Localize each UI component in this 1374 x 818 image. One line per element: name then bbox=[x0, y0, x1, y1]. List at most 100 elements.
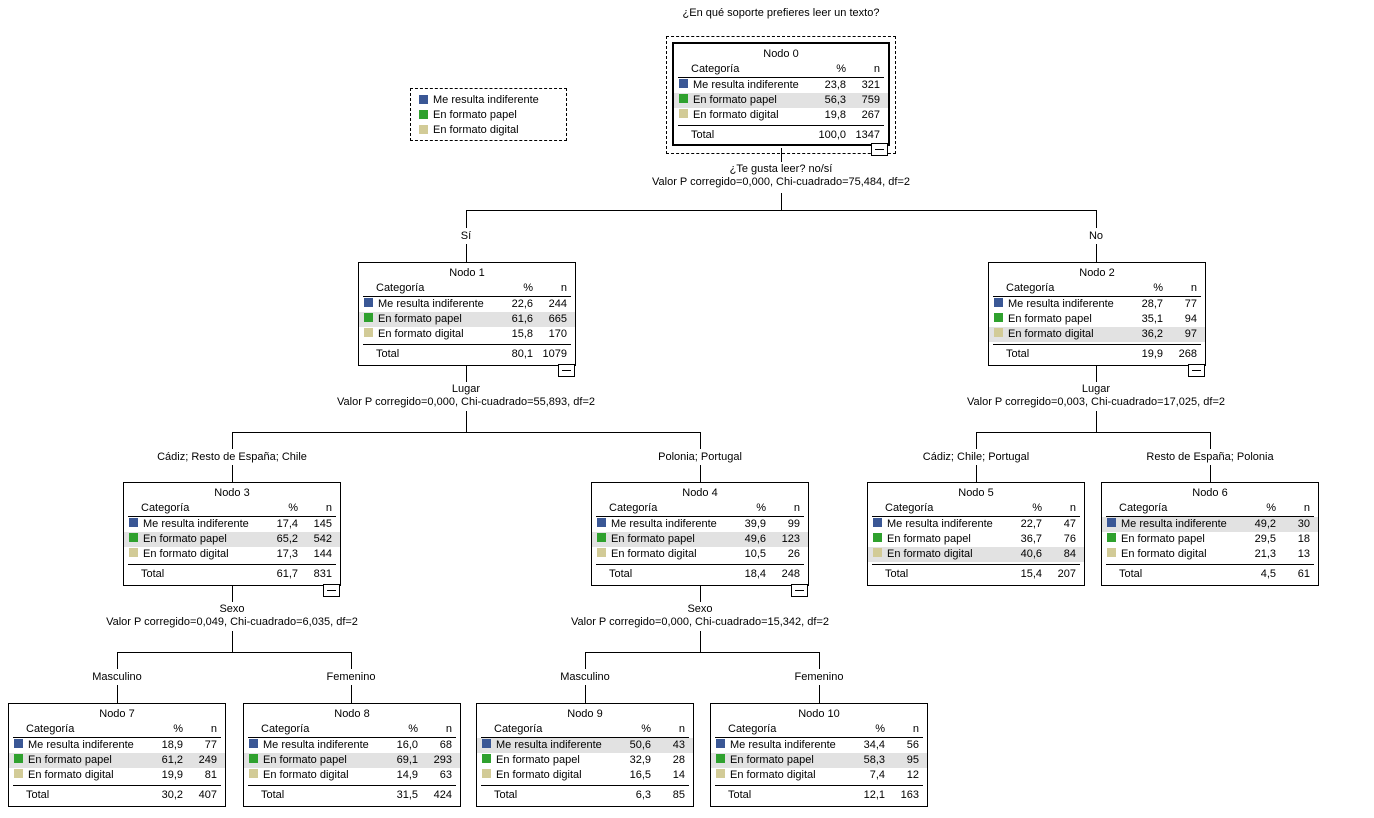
tree-node[interactable]: Nodo 6 Categoría % n Me resulta indifere… bbox=[1101, 482, 1319, 586]
category-swatch-icon bbox=[482, 769, 491, 778]
node-rows: Me resulta indiferente 22,6 244 En forma… bbox=[359, 297, 575, 342]
legend-item: En formato papel bbox=[419, 108, 560, 123]
category-count: 77 bbox=[1184, 298, 1197, 310]
collapse-node-button[interactable] bbox=[558, 364, 575, 377]
total-percent: 18,4 bbox=[744, 568, 766, 580]
category-label: En formato digital bbox=[1008, 328, 1094, 340]
category-label: Me resulta indiferente bbox=[496, 739, 602, 751]
category-label: En formato digital bbox=[887, 548, 973, 560]
category-label: En formato digital bbox=[611, 548, 697, 560]
total-label: Total bbox=[885, 568, 909, 580]
node-title: Nodo 3 bbox=[214, 487, 250, 499]
category-count: 95 bbox=[906, 754, 919, 766]
node-total-row: Total 4,5 61 bbox=[1106, 564, 1314, 583]
category-swatch-icon bbox=[873, 533, 882, 542]
category-label: En formato digital bbox=[28, 769, 114, 781]
col-header-percent: % bbox=[1032, 502, 1042, 514]
node-category-row: Me resulta indiferente 34,4 56 bbox=[711, 738, 927, 753]
minus-icon bbox=[1192, 370, 1201, 371]
tree-node[interactable]: Nodo 9 Categoría % n Me resulta indifere… bbox=[476, 703, 694, 807]
tree-node[interactable]: Nodo 0 Categoría % n Me resulta indifere… bbox=[672, 42, 890, 156]
category-percent: 56,3 bbox=[824, 94, 846, 106]
category-label: En formato digital bbox=[378, 328, 464, 340]
node-category-row: Me resulta indiferente 18,9 77 bbox=[9, 738, 225, 753]
category-percent: 22,6 bbox=[511, 298, 533, 310]
category-percent: 69,1 bbox=[396, 754, 418, 766]
connector-line bbox=[1096, 411, 1097, 432]
category-swatch-icon bbox=[129, 548, 138, 557]
category-swatch-icon bbox=[994, 298, 1003, 307]
category-percent: 61,6 bbox=[511, 313, 533, 325]
node-category-row: Me resulta indiferente 22,6 244 bbox=[359, 297, 575, 312]
connector-line bbox=[781, 193, 782, 210]
node-category-row: En formato papel 35,1 94 bbox=[989, 312, 1205, 327]
tree-node[interactable]: Nodo 1 Categoría % n Me resulta indifere… bbox=[358, 262, 576, 377]
tree-node[interactable]: Nodo 10 Categoría % n Me resulta indifer… bbox=[710, 703, 928, 807]
branch-label: No bbox=[1088, 230, 1104, 242]
col-header-category: Categoría bbox=[26, 723, 75, 735]
category-count: 13 bbox=[1297, 548, 1310, 560]
collapse-node-button[interactable] bbox=[871, 143, 888, 156]
category-swatch-icon bbox=[482, 754, 491, 763]
category-percent: 50,6 bbox=[629, 739, 651, 751]
connector-line bbox=[232, 465, 233, 482]
node-table-header: Categoría % n bbox=[1106, 501, 1314, 517]
category-swatch-icon bbox=[1107, 518, 1116, 527]
category-percent: 16,0 bbox=[396, 739, 418, 751]
branch-label: Femenino bbox=[794, 671, 844, 683]
node-total-row: Total 80,1 1079 bbox=[363, 344, 571, 363]
connector-line bbox=[700, 586, 701, 602]
connector-line bbox=[466, 366, 467, 382]
node-category-row: Me resulta indiferente 16,0 68 bbox=[244, 738, 460, 753]
total-count: 1079 bbox=[542, 348, 567, 360]
category-swatch-icon bbox=[873, 548, 882, 557]
category-label: En formato papel bbox=[496, 754, 580, 766]
split-stats: Valor P corregido=0,000, Chi-cuadrado=15… bbox=[571, 616, 829, 628]
total-count: 163 bbox=[900, 789, 919, 801]
node-rows: Me resulta indiferente 39,9 99 En format… bbox=[592, 517, 808, 562]
collapse-node-button[interactable] bbox=[323, 584, 340, 597]
total-label: Total bbox=[141, 568, 165, 580]
category-label: En formato papel bbox=[28, 754, 112, 766]
node-table-header: Categoría % n bbox=[715, 722, 923, 738]
category-swatch-icon bbox=[716, 739, 725, 748]
node-category-row: En formato digital 40,6 84 bbox=[868, 547, 1084, 562]
connector-line bbox=[781, 148, 782, 162]
split-node4: Sexo Valor P corregido=0,000, Chi-cuadra… bbox=[450, 603, 950, 629]
category-percent: 34,4 bbox=[863, 739, 885, 751]
category-percent: 7,4 bbox=[869, 769, 885, 781]
node-category-row: En formato digital 16,5 14 bbox=[477, 768, 693, 783]
connector-line bbox=[976, 432, 977, 449]
tree-node[interactable]: Nodo 3 Categoría % n Me resulta indifere… bbox=[123, 482, 341, 597]
category-percent: 17,4 bbox=[276, 518, 298, 530]
total-label: Total bbox=[1006, 348, 1030, 360]
tree-node[interactable]: Nodo 5 Categoría % n Me resulta indifere… bbox=[867, 482, 1085, 586]
total-percent: 80,1 bbox=[511, 348, 533, 360]
col-header-n: n bbox=[1303, 502, 1310, 514]
category-percent: 21,3 bbox=[1254, 548, 1276, 560]
connector-line bbox=[1210, 465, 1211, 482]
tree-node[interactable]: Nodo 4 Categoría % n Me resulta indifere… bbox=[591, 482, 809, 597]
tree-node[interactable]: Nodo 2 Categoría % n Me resulta indifere… bbox=[988, 262, 1206, 377]
connector-line bbox=[700, 432, 701, 449]
total-label: Total bbox=[261, 789, 285, 801]
category-swatch-icon bbox=[364, 313, 373, 322]
tree-node[interactable]: Nodo 8 Categoría % n Me resulta indifere… bbox=[243, 703, 461, 807]
collapse-node-button[interactable] bbox=[1188, 364, 1205, 377]
branch-label: Cádiz; Chile; Portugal bbox=[922, 451, 1030, 463]
collapse-node-button[interactable] bbox=[791, 584, 808, 597]
node-category-row: En formato digital 14,9 63 bbox=[244, 768, 460, 783]
col-header-percent: % bbox=[641, 723, 651, 735]
category-count: 244 bbox=[548, 298, 567, 310]
minus-icon bbox=[795, 590, 804, 591]
node-category-row: En formato papel 69,1 293 bbox=[244, 753, 460, 768]
node-total-row: Total 31,5 424 bbox=[248, 785, 456, 804]
node-title: Nodo 0 bbox=[763, 48, 799, 60]
branch-label: Polonia; Portugal bbox=[658, 451, 742, 463]
split-stats: Valor P corregido=0,000, Chi-cuadrado=55… bbox=[337, 396, 595, 408]
category-label: Me resulta indiferente bbox=[28, 739, 134, 751]
connector-line bbox=[232, 631, 233, 652]
category-swatch-icon bbox=[994, 328, 1003, 337]
branch-label: Femenino bbox=[326, 671, 376, 683]
tree-node[interactable]: Nodo 7 Categoría % n Me resulta indifere… bbox=[8, 703, 226, 807]
